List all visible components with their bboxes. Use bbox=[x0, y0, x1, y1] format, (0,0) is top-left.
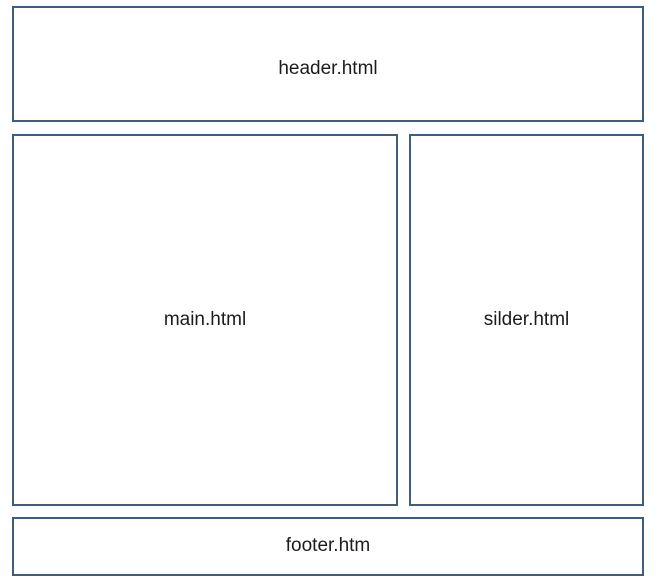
header-box-label: header.html bbox=[278, 57, 378, 79]
header-box: header.html bbox=[12, 6, 644, 122]
sidebar-box-label: silder.html bbox=[483, 308, 570, 330]
footer-box: footer.htm bbox=[12, 517, 644, 576]
footer-box-label: footer.htm bbox=[285, 535, 371, 557]
main-box: main.html bbox=[12, 134, 398, 506]
sidebar-box: silder.html bbox=[409, 134, 644, 506]
main-box-label: main.html bbox=[163, 308, 247, 330]
